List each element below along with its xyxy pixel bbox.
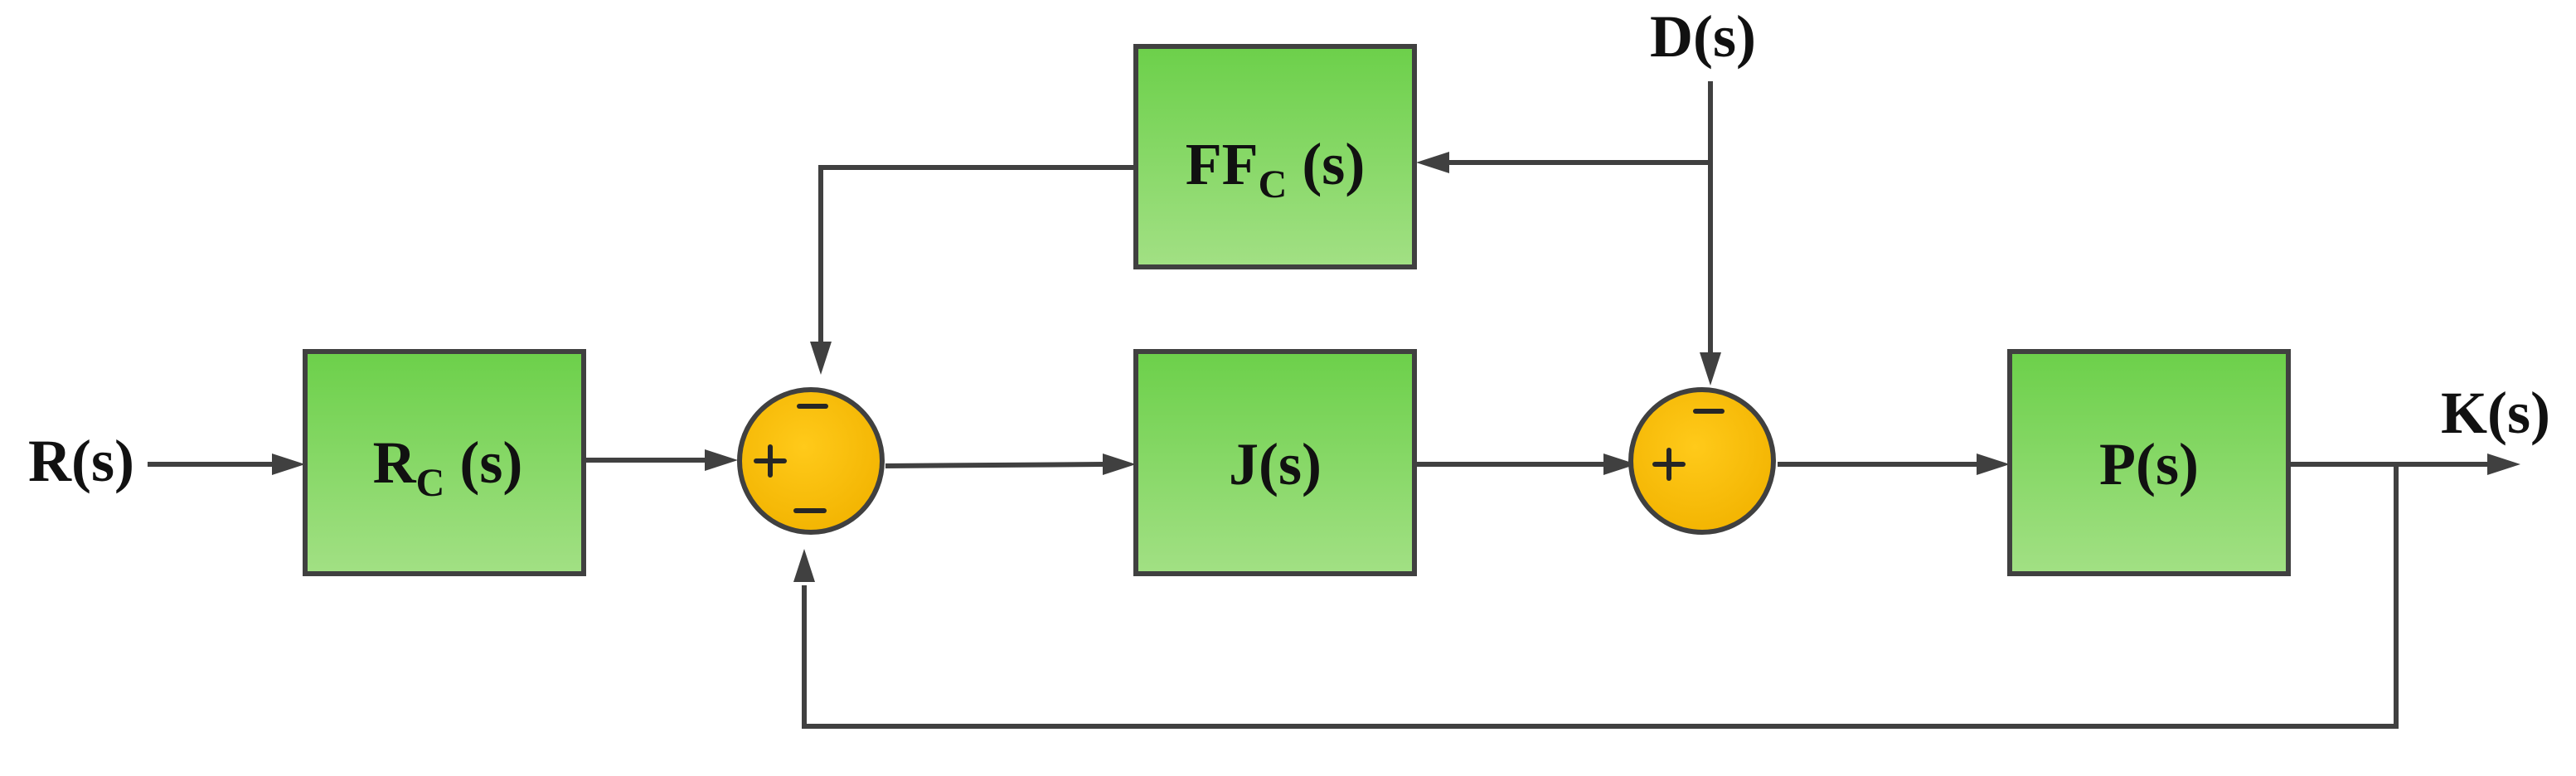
- summing-junction-right: [1628, 387, 1776, 535]
- block-controller: J(s): [1133, 349, 1417, 576]
- svg-text:FFC (s): FFC (s): [1186, 131, 1366, 206]
- block-reference: RC (s): [303, 349, 586, 576]
- ff-main-text: FF: [1186, 131, 1259, 197]
- arrowhead-sum1-top: [810, 342, 832, 375]
- rc-main-text: R: [373, 429, 417, 496]
- arrowhead-sum2-left: [1603, 453, 1637, 475]
- summing-junction-left: [737, 387, 885, 535]
- block-plant: P(s): [2007, 349, 2291, 576]
- block-feedforward: FFC (s): [1133, 44, 1417, 269]
- p-label: P(s): [2099, 431, 2199, 497]
- arrowhead-sum1-left: [705, 449, 738, 471]
- arrowhead-output: [2487, 453, 2520, 475]
- j-label: J(s): [1229, 431, 1322, 497]
- arrowhead-ff-input: [1416, 152, 1449, 173]
- arrowhead-j-input: [1103, 453, 1136, 475]
- arrowhead-feedback: [793, 549, 815, 582]
- wire-sum1-to-j: [885, 462, 1104, 468]
- rc-subscript: C: [416, 461, 445, 505]
- svg-text:RC (s): RC (s): [373, 429, 523, 505]
- arrowhead-rc-input: [272, 453, 305, 475]
- wire-ff-to-sum1: [818, 165, 1136, 342]
- arrowhead-sum2-top: [1700, 352, 1721, 386]
- output-signal-label: K(s): [2441, 380, 2550, 446]
- disturbance-signal-label: D(s): [1650, 3, 1756, 70]
- ff-arg: (s): [1287, 131, 1365, 197]
- arrowhead-p-input: [1977, 453, 2010, 475]
- ff-subscript: C: [1259, 162, 1288, 206]
- rc-arg: (s): [444, 429, 522, 496]
- input-signal-label: R(s): [28, 428, 134, 494]
- wire-feedback-loop: [802, 464, 2399, 729]
